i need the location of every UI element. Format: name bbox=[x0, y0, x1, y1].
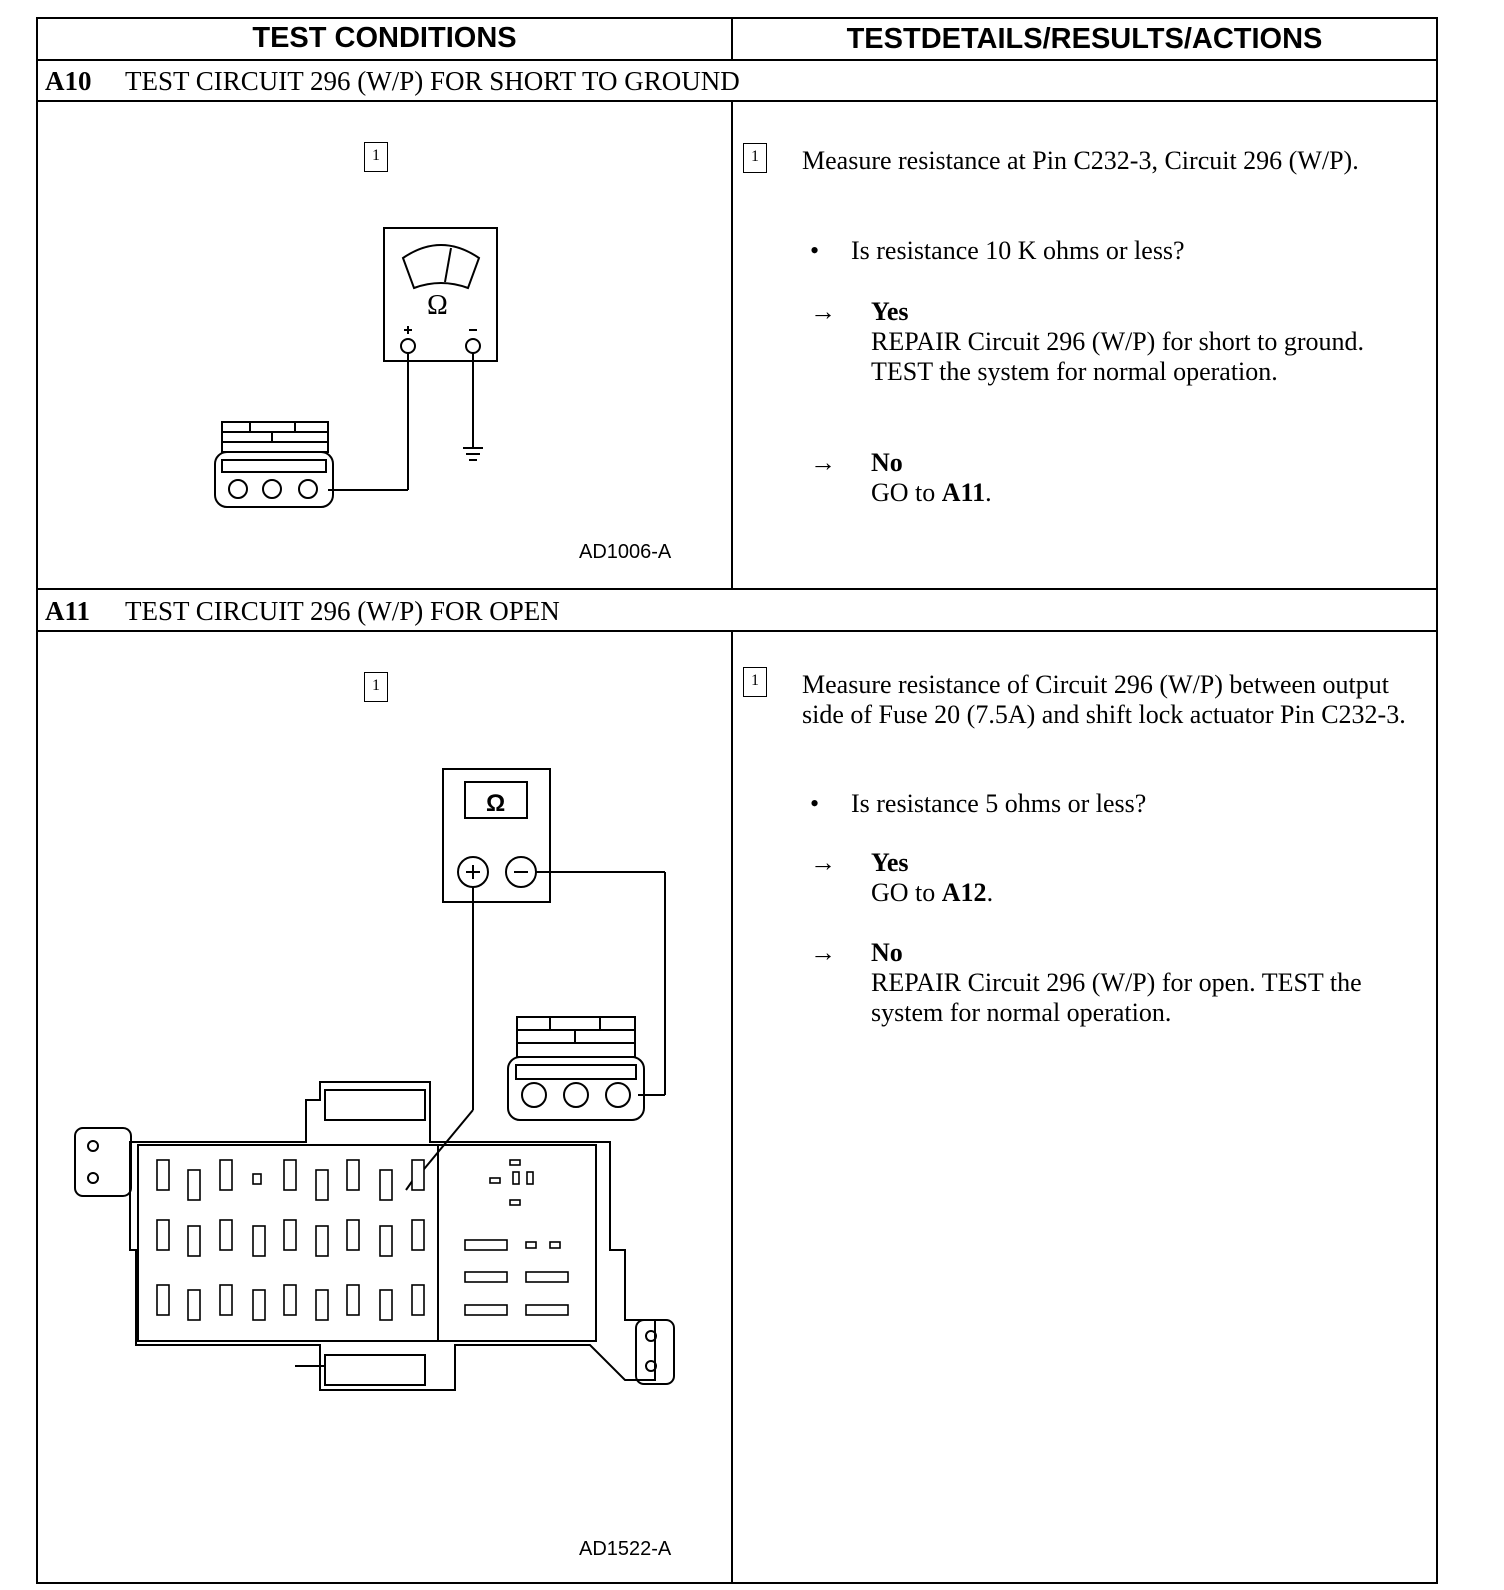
a10-bullet: • bbox=[810, 236, 820, 265]
a11-ohm-symbol: Ω bbox=[486, 790, 506, 817]
a10-title: TEST CIRCUIT 296 (W/P) FOR SHORT TO GROU… bbox=[125, 66, 740, 96]
a11-yes-action: GO to A12. bbox=[871, 878, 993, 908]
a11-title-row: A11 TEST CIRCUIT 296 (W/P) FOR OPEN bbox=[45, 592, 560, 630]
a11-id: A11 bbox=[45, 596, 91, 626]
a11-no-action: REPAIR Circuit 296 (W/P) for open. TEST … bbox=[871, 968, 1362, 1027]
a11-figure-label: AD1522-A bbox=[579, 1538, 672, 1560]
header-test-details: TESTDETAILS/RESULTS/ACTIONS bbox=[846, 23, 1323, 55]
a10-ohmmeter-diagram bbox=[214, 227, 498, 508]
a11-yes-arrow: → bbox=[810, 848, 836, 877]
a11-yes-action-target[interactable]: A12 bbox=[941, 878, 987, 907]
a10-step-box-left: 1 bbox=[364, 142, 388, 172]
a11-step-box-left: 1 bbox=[364, 672, 388, 702]
a10-yes-label: Yes bbox=[871, 297, 909, 326]
a11-step-box-right: 1 bbox=[743, 667, 767, 697]
a11-title: TEST CIRCUIT 296 (W/P) FOR OPEN bbox=[125, 596, 560, 626]
a10-no-arrow: → bbox=[810, 448, 836, 477]
a11-question: Is resistance 5 ohms or less? bbox=[851, 789, 1147, 818]
a10-step-box-right: 1 bbox=[743, 143, 767, 173]
a10-instruction: Measure resistance at Pin C232-3, Circui… bbox=[802, 146, 1359, 175]
a10-ohm-symbol: Ω bbox=[427, 290, 448, 321]
a10-no-action-target[interactable]: A11 bbox=[941, 478, 986, 507]
a10-no-action-prefix: GO to bbox=[871, 478, 942, 507]
a11-instruction: Measure resistance of Circuit 296 (W/P) … bbox=[802, 670, 1406, 729]
a11-fuse-panel-diagram bbox=[74, 768, 675, 1391]
a10-no-action: GO to A11. bbox=[871, 478, 992, 508]
a10-no-label: No bbox=[871, 448, 903, 477]
a10-yes-action: REPAIR Circuit 296 (W/P) for short to gr… bbox=[871, 327, 1365, 386]
a11-yes-label: Yes bbox=[871, 848, 909, 877]
a11-no-label: No bbox=[871, 938, 903, 967]
a10-id: A10 bbox=[45, 66, 92, 96]
a10-yes-arrow: → bbox=[810, 297, 836, 326]
a10-no-action-suffix: . bbox=[985, 478, 992, 507]
a11-yes-action-prefix: GO to bbox=[871, 878, 942, 907]
a11-yes-action-suffix: . bbox=[986, 878, 994, 907]
a11-bullet: • bbox=[810, 789, 820, 818]
a11-no-arrow: → bbox=[810, 938, 836, 967]
a10-title-row: A10 TEST CIRCUIT 296 (W/P) FOR SHORT TO G… bbox=[45, 62, 740, 100]
header-test-conditions: TEST CONDITIONS bbox=[252, 22, 517, 54]
a10-figure-label: AD1006-A bbox=[579, 541, 672, 563]
a10-question: Is resistance 10 K ohms or less? bbox=[851, 236, 1185, 265]
